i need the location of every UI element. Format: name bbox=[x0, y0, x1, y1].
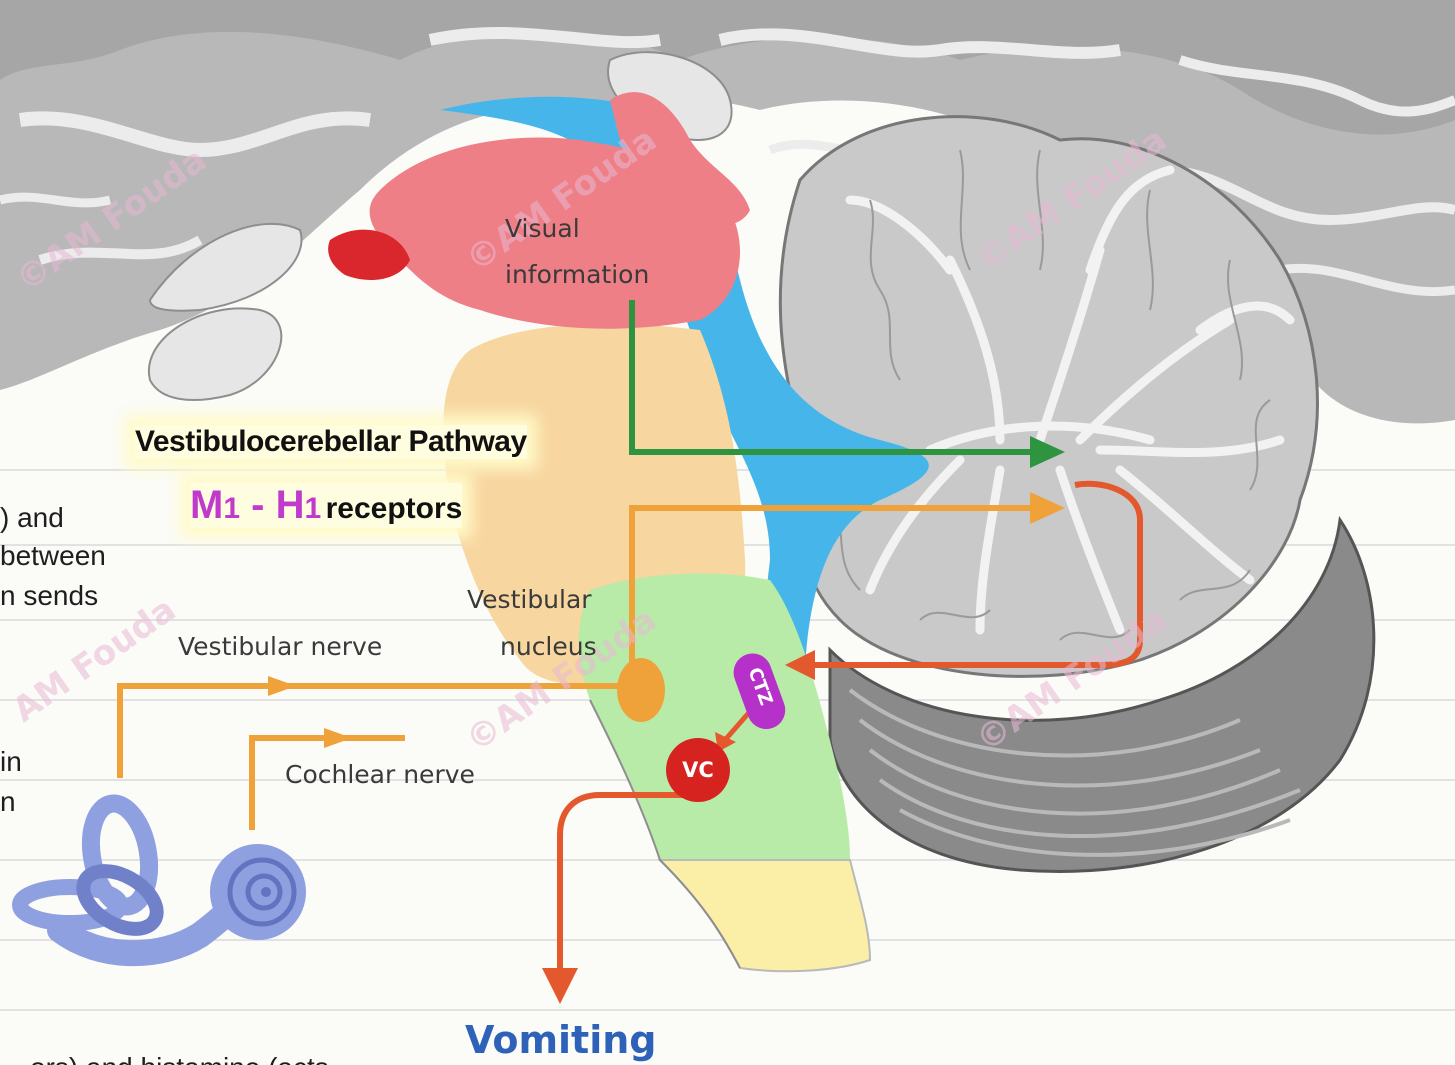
information-label: information bbox=[505, 260, 649, 289]
receptors-label: M1 - H1 receptors bbox=[190, 483, 462, 528]
vestibular-nerve-arrowhead bbox=[268, 676, 296, 696]
m-receptor-letter: M bbox=[190, 483, 223, 527]
side-text-line: in bbox=[0, 746, 22, 778]
vestibular-nucleus-label-1: Vestibular bbox=[467, 585, 592, 614]
receptors-word: receptors bbox=[326, 492, 463, 525]
cochlear-nerve-label: Cochlear nerve bbox=[285, 760, 475, 789]
side-text-line: ) and bbox=[0, 502, 64, 534]
side-text-line: n sends bbox=[0, 580, 98, 612]
inner-ear bbox=[20, 799, 306, 953]
vomiting-arrowhead bbox=[542, 968, 578, 1004]
vestibular-nucleus-label-2: nucleus bbox=[500, 632, 597, 661]
h-receptor-letter: H bbox=[276, 483, 305, 527]
vestibular-nucleus-marker bbox=[617, 658, 665, 722]
m-receptor-subscript: 1 bbox=[223, 492, 240, 525]
h-receptor-subscript: 1 bbox=[304, 492, 321, 525]
pathway-title: Vestibulocerebellar Pathway bbox=[135, 425, 527, 459]
vestibular-nerve-label: Vestibular nerve bbox=[178, 632, 382, 661]
visual-label: Visual bbox=[505, 214, 580, 243]
vomiting-label: Vomiting bbox=[465, 1018, 657, 1062]
side-text-line: n bbox=[0, 786, 16, 818]
side-text-line: ors) and histamine (acts bbox=[30, 1052, 329, 1065]
cochlear-nerve-arrowhead bbox=[324, 728, 352, 748]
receptor-dash: - bbox=[240, 483, 276, 527]
spinal-cord bbox=[660, 860, 870, 971]
side-text-line: between bbox=[0, 540, 106, 572]
vc-label: VC bbox=[672, 758, 724, 782]
